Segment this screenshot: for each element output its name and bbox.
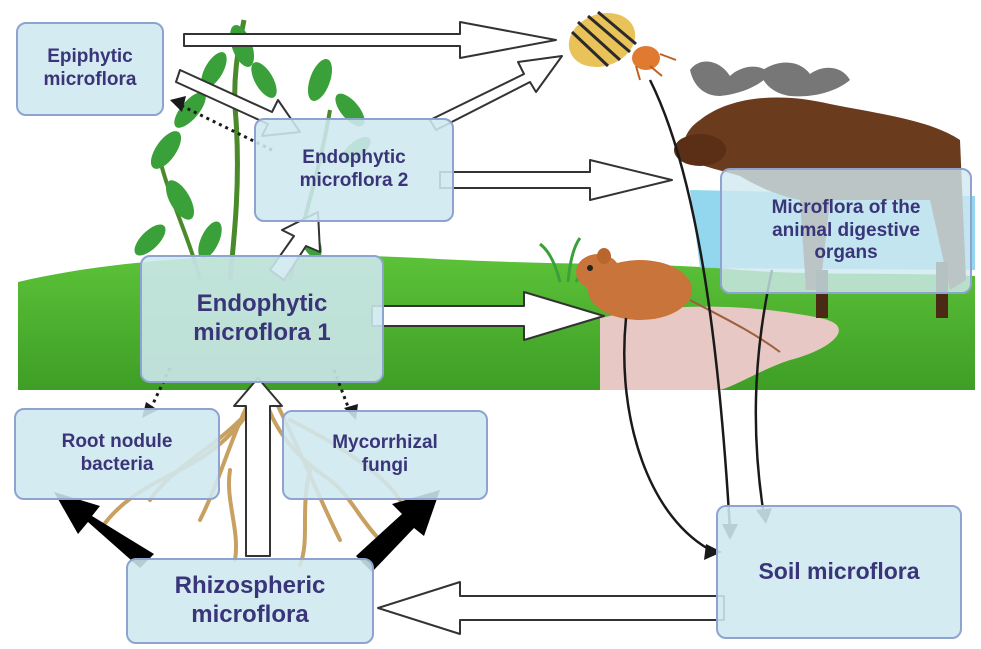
- endophytic-2-label-line-1: Endophytic: [300, 147, 409, 170]
- animal-digestive-label-line-3: organs: [772, 242, 921, 265]
- soil-to-rhizo-arrow: [378, 582, 724, 634]
- rhizo-to-root-nodule-arrow: [54, 492, 154, 568]
- rhizo-to-endo1-arrow: [234, 378, 282, 556]
- endophytic-microflora-1-box: Endophytic microflora 1: [140, 255, 384, 383]
- root-nodule-label-line-1: Root nodule: [62, 431, 173, 454]
- endophytic-1-label-line-1: Endophytic: [193, 290, 330, 319]
- rhizospheric-label-line-1: Rhizospheric: [175, 572, 326, 601]
- rhizospheric-microflora-box: Rhizospheric microflora: [126, 558, 374, 644]
- animal-digestive-microflora-box: Microflora of the animal digestive organ…: [720, 168, 972, 294]
- mycorrhizal-fungi-box: Mycorrhizal fungi: [282, 410, 488, 500]
- soil-label: Soil microflora: [758, 558, 919, 586]
- colorado-beetle: [561, 4, 676, 80]
- mycorrhizal-label-line-2: fungi: [332, 455, 438, 478]
- mycorrhizal-label-line-1: Mycorrhizal: [332, 432, 438, 455]
- epiphytic-microflora-box: Epiphytic microflora: [16, 22, 164, 116]
- root-nodule-label-line-2: bacteria: [62, 454, 173, 477]
- root-nodule-bacteria-box: Root nodule bacteria: [14, 408, 220, 500]
- endo2-to-moose-arrow: [440, 160, 672, 200]
- epiphytic-label-line-2: microflora: [44, 69, 137, 92]
- animal-digestive-label-line-2: animal digestive: [772, 220, 921, 243]
- endophytic-2-label-line-2: microflora 2: [300, 170, 409, 193]
- endophytic-microflora-2-box: Endophytic microflora 2: [254, 118, 454, 222]
- animal-digestive-label-line-1: Microflora of the: [772, 197, 921, 220]
- rhizospheric-label-line-2: microflora: [175, 601, 326, 630]
- endophytic-1-label-line-2: microflora 1: [193, 319, 330, 348]
- epiphytic-label-line-1: Epiphytic: [44, 46, 137, 69]
- soil-microflora-box: Soil microflora: [716, 505, 962, 639]
